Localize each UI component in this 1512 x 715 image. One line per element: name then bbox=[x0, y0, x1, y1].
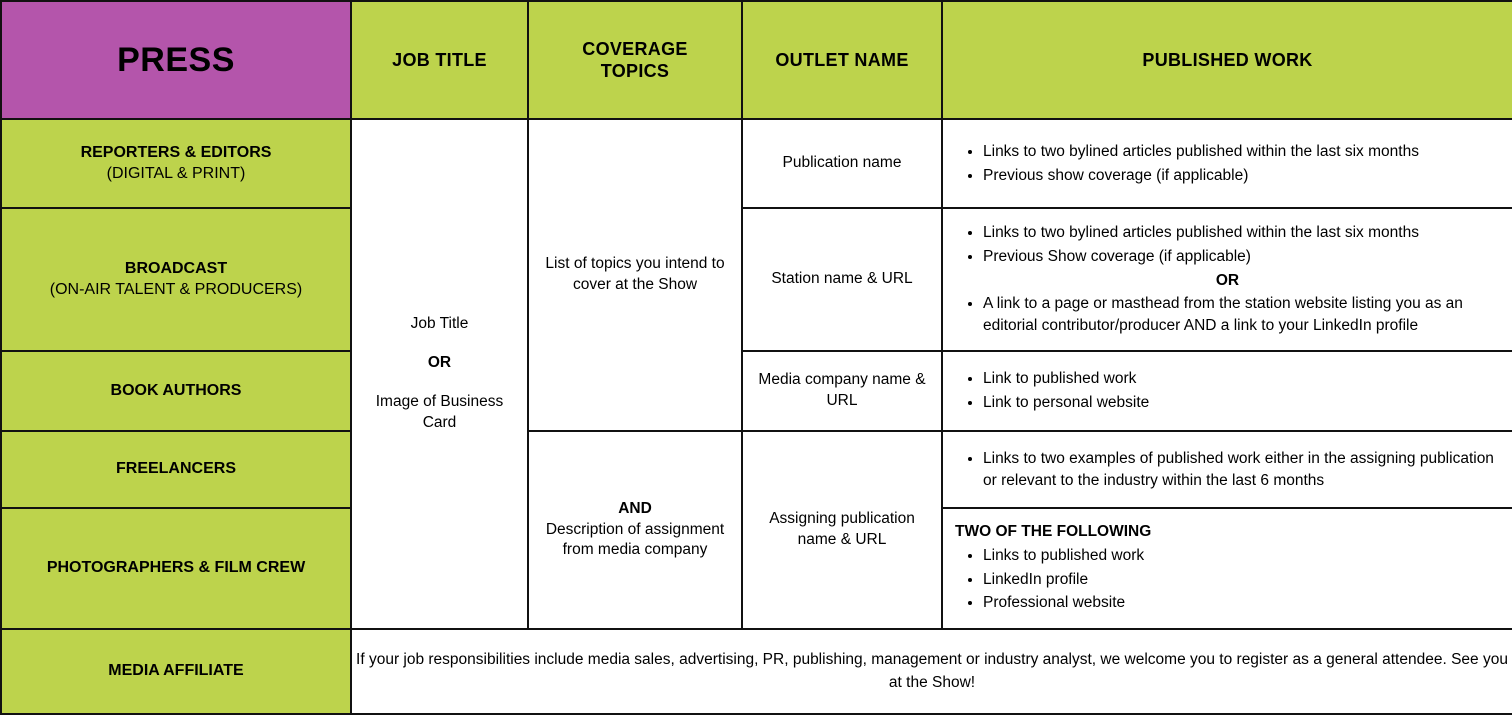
published-work-cell-photographers: TWO OF THE FOLLOWING Links to published … bbox=[941, 507, 1512, 630]
list-item: A link to a page or masthead from the st… bbox=[983, 293, 1502, 336]
table-header-row: PRESS JOB TITLE COVERAGE TOPICS OUTLET N… bbox=[0, 0, 1512, 120]
published-work-list-reporters: Links to two bylined articles published … bbox=[953, 141, 1502, 186]
coverage-topics-top-text: List of topics you intend to cover at th… bbox=[545, 255, 725, 293]
outlet-cell-book-authors: Media company name & URL bbox=[741, 350, 943, 432]
category-label-photographers: PHOTOGRAPHERS & FILM CREW bbox=[46, 559, 306, 577]
list-item: Links to two bylined articles published … bbox=[983, 141, 1502, 163]
outlet-cell-broadcast: Station name & URL bbox=[741, 207, 943, 352]
job-title-or: OR bbox=[427, 354, 452, 372]
coverage-topics-bottom-and: AND bbox=[618, 499, 652, 517]
category-cell-freelancers: FREELANCERS bbox=[0, 430, 352, 509]
published-work-list-photographers: Links to published work LinkedIn profile… bbox=[953, 545, 1502, 614]
list-item: Previous Show coverage (if applicable) bbox=[983, 246, 1502, 268]
table-row-reporters-editors: REPORTERS & EDITORS (DIGITAL & PRINT) Jo… bbox=[0, 118, 1512, 630]
header-cell-press: PRESS bbox=[0, 0, 352, 120]
table-row-photographers-film-crew: PHOTOGRAPHERS & FILM CREW TWO OF THE FOL… bbox=[0, 507, 1512, 630]
media-affiliate-note-cell: If your job responsibilities include med… bbox=[350, 628, 1512, 715]
category-cell-broadcast: BROADCAST (ON-AIR TALENT & PRODUCERS) bbox=[0, 207, 352, 352]
header-cell-published-work: PUBLISHED WORK bbox=[941, 0, 1512, 120]
list-item: Professional website bbox=[983, 592, 1502, 614]
header-cell-coverage-topics: COVERAGE TOPICS bbox=[527, 0, 743, 120]
category-cell-reporters-editors: REPORTERS & EDITORS (DIGITAL & PRINT) bbox=[0, 118, 352, 209]
job-title-line2: Image of Business Card bbox=[375, 393, 504, 431]
list-item: Links to published work bbox=[983, 545, 1502, 567]
category-label-broadcast-main: BROADCAST bbox=[124, 259, 228, 277]
media-affiliate-note-text: If your job responsibilities include med… bbox=[356, 651, 1508, 691]
outlet-cell-reporters: Publication name bbox=[741, 118, 943, 209]
category-cell-media-affiliate: MEDIA AFFILIATE bbox=[0, 628, 352, 715]
category-label-reporters-main: REPORTERS & EDITORS bbox=[80, 143, 272, 161]
job-title-line1: Job Title bbox=[410, 315, 469, 333]
category-cell-photographers: PHOTOGRAPHERS & FILM CREW bbox=[0, 507, 352, 630]
header-coverage-topics-line2: TOPICS bbox=[600, 61, 670, 81]
published-work-broadcast-or: OR bbox=[1215, 271, 1240, 289]
published-work-list-book-authors: Link to published work Link to personal … bbox=[953, 368, 1502, 413]
published-work-list-broadcast-second: A link to a page or masthead from the st… bbox=[953, 293, 1502, 336]
published-work-list-broadcast-first: Links to two bylined articles published … bbox=[953, 222, 1502, 267]
header-published-work-label: PUBLISHED WORK bbox=[1142, 49, 1313, 70]
category-label-book-authors: BOOK AUTHORS bbox=[110, 381, 242, 399]
category-cell-book-authors: BOOK AUTHORS bbox=[0, 350, 352, 432]
job-title-requirement-cell: Job Title OR Image of Business Card bbox=[350, 118, 529, 630]
category-label-broadcast-sub: (ON-AIR TALENT & PRODUCERS) bbox=[49, 280, 303, 298]
outlet-cell-freelancers-photographers: Assigning publication name & URL bbox=[741, 430, 943, 630]
table-row-freelancers: FREELANCERS AND Description of assignmen… bbox=[0, 430, 1512, 630]
list-item: Link to published work bbox=[983, 368, 1502, 390]
list-item: Links to two examples of published work … bbox=[983, 448, 1502, 491]
table-row-broadcast: BROADCAST (ON-AIR TALENT & PRODUCERS) St… bbox=[0, 207, 1512, 352]
list-item: LinkedIn profile bbox=[983, 569, 1502, 591]
category-label-reporters-sub: (DIGITAL & PRINT) bbox=[106, 164, 246, 182]
header-press-label: PRESS bbox=[117, 40, 235, 79]
outlet-book-authors-text: Media company name & URL bbox=[758, 371, 926, 409]
published-work-cell-book-authors: Link to published work Link to personal … bbox=[941, 350, 1512, 432]
header-cell-job-title: JOB TITLE bbox=[350, 0, 529, 120]
header-coverage-topics-line1: COVERAGE bbox=[582, 38, 688, 59]
outlet-broadcast-text: Station name & URL bbox=[771, 270, 913, 288]
coverage-topics-cell-bottom: AND Description of assignment from media… bbox=[527, 430, 743, 630]
header-cell-outlet-name: OUTLET NAME bbox=[741, 0, 943, 120]
list-item: Previous show coverage (if applicable) bbox=[983, 165, 1502, 187]
outlet-freelance-photo-text: Assigning publication name & URL bbox=[769, 510, 915, 548]
coverage-topics-bottom-text: Description of assignment from media com… bbox=[545, 520, 725, 559]
published-work-cell-reporters: Links to two bylined articles published … bbox=[941, 118, 1512, 209]
published-work-photographers-lead: TWO OF THE FOLLOWING bbox=[955, 523, 1152, 541]
category-label-media-affiliate: MEDIA AFFILIATE bbox=[108, 662, 244, 680]
table-row-book-authors: BOOK AUTHORS Media company name & URL Li… bbox=[0, 350, 1512, 432]
published-work-cell-broadcast: Links to two bylined articles published … bbox=[941, 207, 1512, 352]
category-label-freelancers: FREELANCERS bbox=[115, 460, 236, 478]
header-outlet-name-label: OUTLET NAME bbox=[775, 49, 909, 70]
header-coverage-topics-label: COVERAGE TOPICS bbox=[529, 32, 741, 89]
published-work-cell-freelancers: Links to two examples of published work … bbox=[941, 430, 1512, 509]
outlet-reporters-text: Publication name bbox=[782, 154, 902, 172]
table-row-media-affiliate: MEDIA AFFILIATE If your job responsibili… bbox=[0, 628, 1512, 715]
published-work-list-freelancers: Links to two examples of published work … bbox=[953, 448, 1502, 491]
list-item: Links to two bylined articles published … bbox=[983, 222, 1502, 244]
list-item: Link to personal website bbox=[983, 392, 1502, 414]
coverage-topics-cell-top: List of topics you intend to cover at th… bbox=[527, 118, 743, 432]
header-job-title-label: JOB TITLE bbox=[392, 49, 487, 70]
